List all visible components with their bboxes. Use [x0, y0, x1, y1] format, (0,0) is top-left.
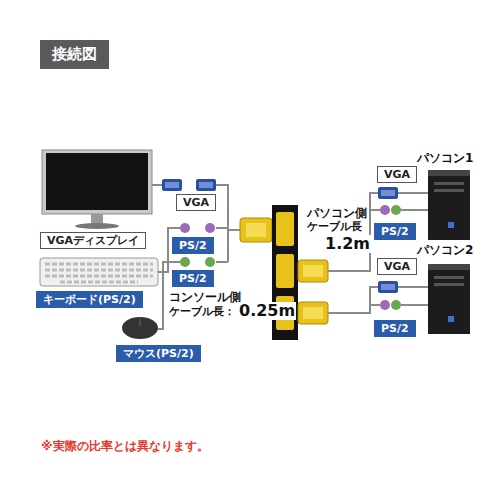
cable-note: パソコン側 — [306, 207, 368, 221]
console-plug — [240, 218, 272, 242]
tag-text: VGA — [384, 260, 410, 273]
vga-plug — [162, 179, 216, 191]
tag-text: マウス(PS/2) — [123, 347, 194, 360]
connector-tag: VGA — [176, 194, 216, 211]
device-tag: マウス(PS/2) — [116, 345, 201, 362]
tag-text: PS/2 — [381, 225, 409, 238]
cable-note: ケーブル長 — [306, 221, 363, 234]
cable-length: 0.25m — [238, 302, 296, 320]
tag-text: VGA — [384, 168, 410, 181]
tag-text: キーボード(PS/2) — [43, 293, 136, 306]
mouse-illustration — [122, 317, 158, 339]
pc-plug — [298, 260, 328, 324]
device-tag: VGAディスプレイ — [40, 232, 146, 249]
cable-note: コンソール側 — [168, 291, 242, 305]
cable-note: ケーブル長： — [168, 306, 236, 319]
tag-text: VGA — [183, 196, 209, 209]
connector-tag: PS/2 — [374, 223, 416, 240]
connector-tag: PS/2 — [172, 237, 214, 254]
monitor-illustration — [42, 150, 152, 229]
vga-plug — [378, 187, 398, 293]
keyboard-illustration — [40, 258, 158, 286]
cable — [152, 185, 240, 329]
connector-tag: PS/2 — [172, 270, 214, 287]
tag-text: PS/2 — [179, 239, 207, 252]
connector-tag: VGA — [377, 166, 417, 183]
pc-name: パソコン2 — [416, 244, 474, 258]
cable-length: 1.2m — [324, 235, 371, 253]
tag-text: PS/2 — [381, 322, 409, 335]
connector-tag: VGA — [377, 258, 417, 275]
title-tab: 接続図 — [40, 40, 109, 69]
connector-tag: PS/2 — [374, 320, 416, 337]
footnote: ※実際の比率とは異なります。 — [40, 440, 210, 454]
tag-text: PS/2 — [179, 272, 207, 285]
tag-text: VGAディスプレイ — [47, 234, 139, 247]
device-tag: キーボード(PS/2) — [36, 291, 143, 308]
pc-name: パソコン1 — [416, 152, 474, 166]
